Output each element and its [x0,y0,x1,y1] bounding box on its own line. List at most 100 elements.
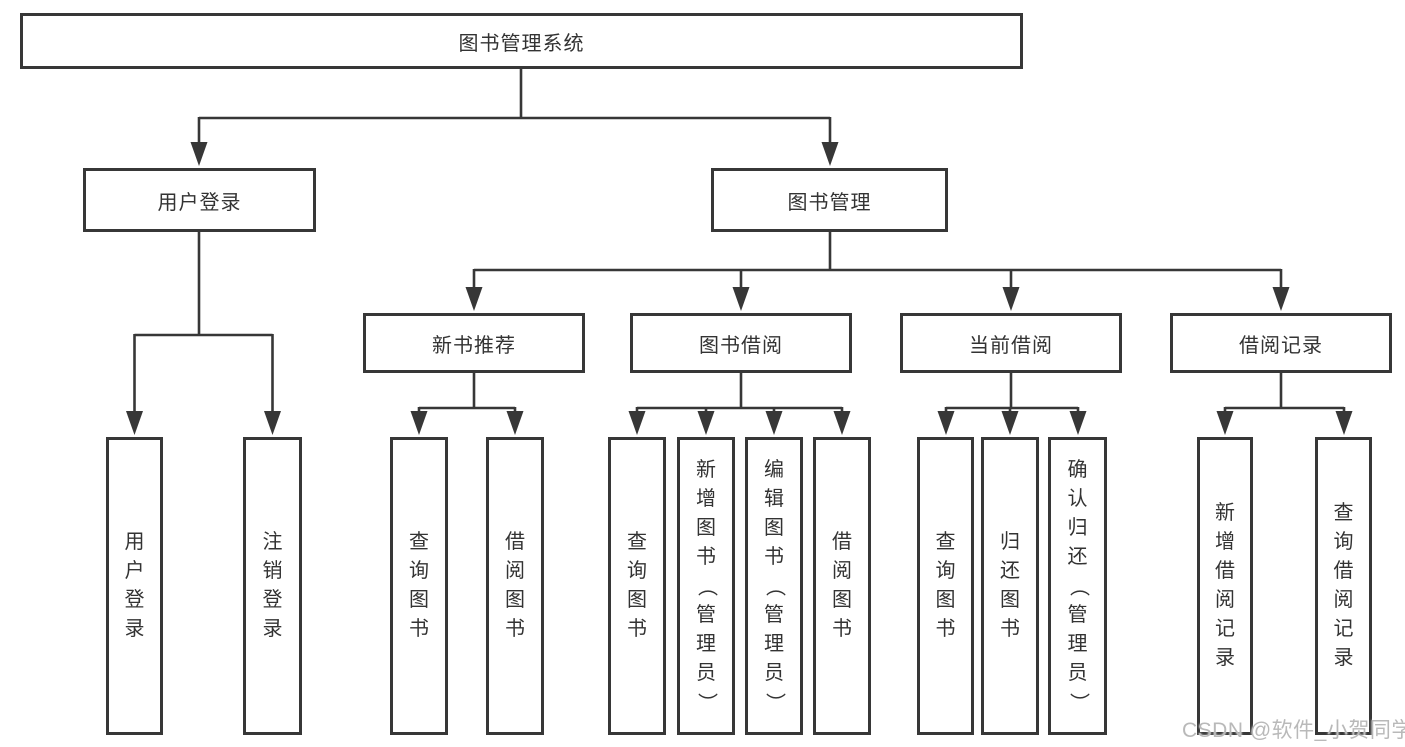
node-label: 图书管理系统 [458,32,585,55]
vertical-char: ） [1067,692,1089,712]
vertical-char: 增 [1215,531,1235,553]
node-borrowing-records: 借阅记录 [1170,313,1392,373]
node-label: 借阅记录 [1239,334,1323,357]
arrowhead-icon [126,411,143,435]
leaf-logout: 注销登录 [243,437,302,735]
vertical-char: 图 [764,516,784,539]
vertical-char: 理 [696,632,716,655]
node-user-login: 用户登录 [83,168,316,232]
leaf-add-book-admin: 新增图书（管理员） [677,437,735,735]
arrowhead-icon [1216,411,1234,435]
vertical-char: 图 [696,516,716,539]
vertical-char: 管 [764,603,784,626]
vertical-char: 图 [832,589,852,611]
vertical-char: 询 [935,560,956,582]
arrowhead-icon [937,411,955,435]
node-label: 新书推荐 [432,334,516,357]
arrowhead-icon [697,411,715,435]
vertical-char: 新 [696,458,716,481]
vertical-char: 认 [1067,487,1088,510]
node-book-borrowing: 图书借阅 [630,313,852,373]
vertical-char: 理 [764,632,784,655]
leaf-return-books: 归还图书 [981,437,1039,735]
vertical-char: 新 [1215,502,1235,524]
vertical-char: 记 [1333,618,1354,640]
arrowhead-icon [732,287,750,311]
node-label: 用户登录 [157,191,242,214]
vertical-char: 书 [627,618,647,640]
vertical-char: 记 [1215,618,1235,640]
leaf-borrow-books-recommend: 借阅图书 [486,437,544,735]
arrowhead-icon [765,411,783,435]
vertical-char: ） [695,692,718,712]
vertical-char: ） [763,692,786,712]
vertical-char: 户 [124,560,145,582]
vertical-char: 书 [1000,618,1020,640]
vertical-char: 查 [627,531,647,553]
arrowhead-icon [1002,287,1020,311]
vertical-char: 归 [1000,531,1020,553]
arrowhead-icon [465,287,483,311]
vertical-char: 阅 [1215,589,1235,611]
vertical-char: 书 [505,618,525,640]
vertical-char: 图 [935,589,956,611]
arrowhead-icon [821,142,839,166]
vertical-char: 录 [1215,647,1235,669]
vertical-char: （ [763,576,786,596]
vertical-char: 编 [764,458,784,481]
vertical-char: 图 [409,589,429,611]
vertical-char: 询 [409,560,429,582]
vertical-char: 书 [935,618,956,640]
arrowhead-icon [1272,287,1290,311]
vertical-char: 员 [696,661,716,684]
vertical-char: 询 [627,560,647,582]
node-label: 图书管理 [787,191,872,214]
vertical-char: 图 [1000,589,1020,611]
csdn-watermark: CSDN @软件_小贺同学 [1182,719,1405,742]
vertical-char: 用 [124,531,145,553]
vertical-char: 查 [1333,502,1354,524]
vertical-char: 注 [262,531,283,553]
vertical-char: 借 [832,531,852,553]
vertical-char: 书 [696,545,716,568]
leaf-confirm-return-admin: 确认归还（管理员） [1048,437,1107,735]
node-current-borrowing: 当前借阅 [900,313,1122,373]
leaf-edit-book-admin: 编辑图书（管理员） [745,437,803,735]
vertical-char: 阅 [1333,589,1354,611]
arrowhead-icon [1001,411,1019,435]
node-label: 图书借阅 [699,334,783,357]
arrowhead-icon [1069,411,1087,435]
arrowhead-icon [628,411,646,435]
vertical-char: 查 [409,531,429,553]
leaf-query-books-current: 查询图书 [917,437,974,735]
vertical-char: 登 [124,589,145,611]
vertical-char: 还 [1000,560,1020,582]
vertical-char: 录 [262,618,283,640]
vertical-char: （ [695,576,718,596]
vertical-char: 管 [1067,603,1088,626]
vertical-char: 确 [1067,458,1088,481]
vertical-char: 借 [505,531,525,553]
arrowhead-icon [506,411,524,435]
vertical-char: 阅 [505,560,525,582]
vertical-char: 查 [935,531,956,553]
vertical-char: 图 [505,589,525,611]
leaf-user-login: 用户登录 [106,437,163,735]
vertical-char: 辑 [764,487,784,510]
vertical-char: 询 [1333,531,1354,553]
vertical-char: 借 [1215,560,1235,582]
node-new-book-recommendation: 新书推荐 [363,313,585,373]
leaf-query-books-borrow: 查询图书 [608,437,666,735]
vertical-char: （ [1067,576,1089,596]
vertical-char: 借 [1333,560,1354,582]
vertical-char: 录 [1333,647,1354,669]
vertical-char: 书 [409,618,429,640]
vertical-char: 员 [764,661,784,684]
arrowhead-icon [264,411,281,435]
vertical-char: 员 [1067,661,1088,684]
vertical-char: 理 [1067,632,1088,655]
vertical-char: 还 [1067,545,1088,568]
vertical-char: 书 [832,618,852,640]
